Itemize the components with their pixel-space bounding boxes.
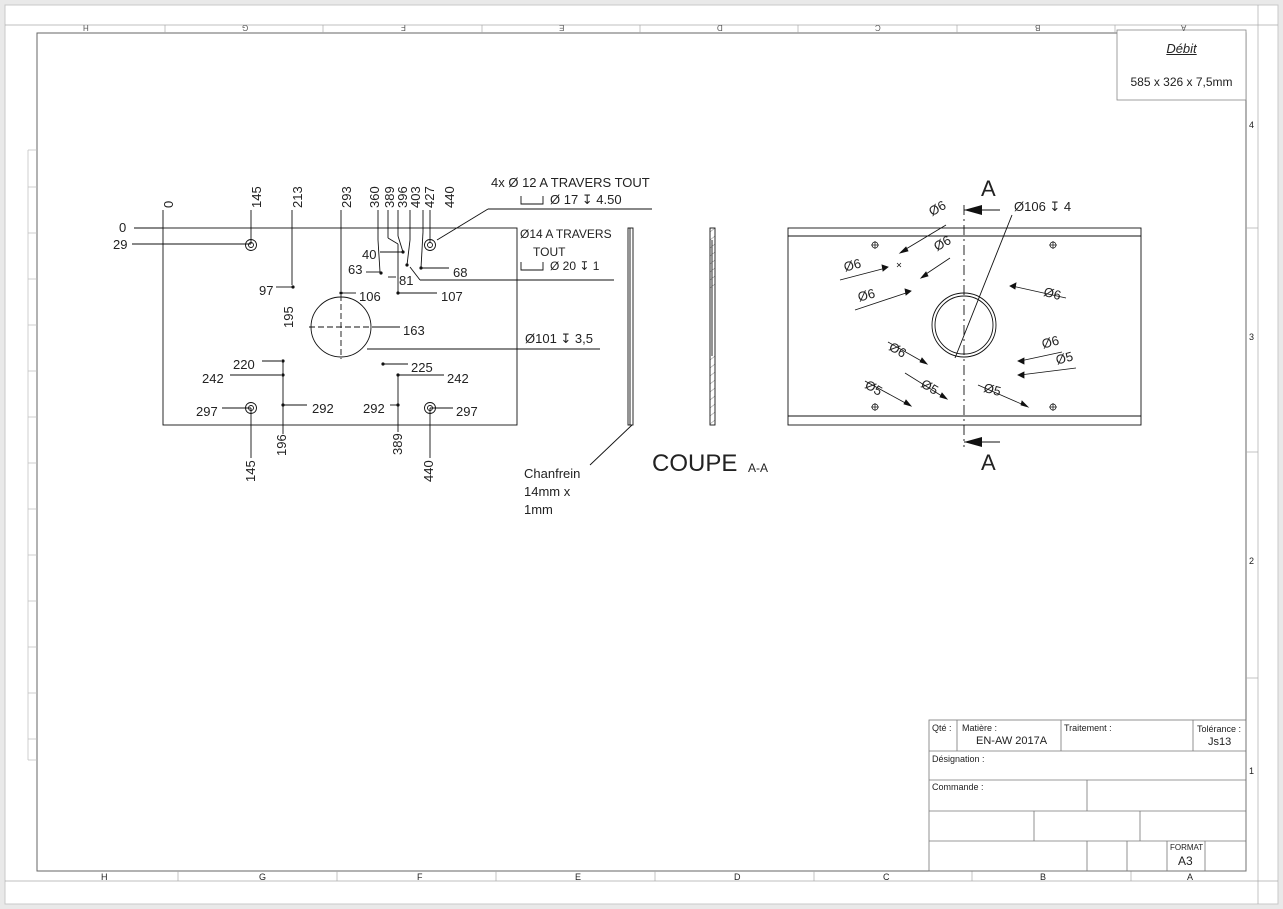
zone-label-top-d: D [717, 23, 723, 32]
tb-matiere-value: EN-AW 2017A [976, 735, 1048, 747]
zone-label-bottom-c: C [883, 872, 890, 882]
zone-label-side-1: 1 [1249, 766, 1255, 776]
tb-commande-label: Commande : [932, 782, 984, 792]
dim-side-97: 97 [259, 283, 274, 298]
section-marker-bottom: A [981, 450, 996, 475]
debit-value: 585 x 326 x 7,5mm [1130, 75, 1233, 89]
zone-label-top-f: F [401, 23, 406, 32]
callout-chanfrein-line3: 1mm [524, 502, 553, 517]
dim-side-297: 297 [196, 404, 218, 419]
zone-label-bottom-b: B [1040, 872, 1047, 882]
callout-chanfrein-line1: Chanfrein [524, 466, 581, 481]
section-title: COUPE [652, 450, 738, 477]
zone-label-bottom-a: A [1187, 872, 1194, 882]
dim-side-68: 68 [453, 265, 468, 280]
callout-chanfrein-line2: 14mm x [524, 484, 571, 499]
dim-x-403: 403 [408, 186, 423, 208]
tb-qte-label: Qté : [932, 723, 952, 733]
tb-format-value: A3 [1178, 854, 1193, 868]
dim-x-145: 145 [249, 186, 264, 208]
zone-label-side-3: 3 [1249, 332, 1255, 342]
dim-x-440: 440 [442, 186, 457, 208]
zone-label-top-a: A [1181, 23, 1187, 32]
dim-195: 195 [281, 306, 296, 328]
dim-x-427: 427 [422, 186, 437, 208]
zone-label-side-4: 4 [1249, 120, 1255, 130]
section-marker-top: A [981, 176, 996, 201]
callout-hole-14-line1: Ø14 A TRAVERS [520, 227, 612, 241]
dim-side-242: 242 [447, 371, 469, 386]
tb-tolerance-label: Tolérance : [1197, 724, 1242, 734]
dim-side-242: 242 [202, 371, 224, 386]
zone-label-bottom-h: H [101, 872, 108, 882]
dim-side-81: 81 [399, 273, 414, 288]
zone-label-bottom-e: E [575, 872, 582, 882]
dim-x-360: 360 [367, 186, 382, 208]
dim-side-292: 292 [312, 401, 334, 416]
dim-bottom-196: 196 [274, 434, 289, 456]
dim-y-0: 0 [119, 220, 127, 235]
tb-format-label: FORMAT [1170, 843, 1204, 852]
debit-title: Débit [1166, 41, 1197, 56]
zone-label-top-b: B [1035, 23, 1041, 32]
tb-traitement-label: Traitement : [1064, 723, 1112, 733]
callout-counterbore-17: Ø 17 ↧ 4.50 [550, 192, 622, 207]
zone-label-bottom-d: D [734, 872, 741, 882]
dim-side-107: 107 [441, 289, 463, 304]
zone-label-top-c: C [875, 23, 881, 32]
dim-bottom-440: 440 [421, 460, 436, 482]
dim-side-163: 163 [403, 323, 425, 338]
tb-tolerance-value: Js13 [1208, 736, 1232, 748]
dim-bottom-145: 145 [243, 460, 258, 482]
dim-y-29: 29 [113, 237, 128, 252]
zone-label-top-h: H [83, 23, 89, 32]
dim-x-293: 293 [339, 186, 354, 208]
dim-side-292: 292 [363, 401, 385, 416]
tb-matiere-label: Matière : [962, 723, 998, 733]
callout-counterbore-20: Ø 20 ↧ 1 [550, 259, 600, 273]
zone-label-side-2: 2 [1249, 556, 1255, 566]
tb-designation-label: Désignation : [932, 754, 985, 764]
callout-main-106: Ø106 ↧ 4 [1014, 199, 1072, 214]
dim-side-220: 220 [233, 357, 255, 372]
zone-label-bottom-g: G [259, 872, 267, 882]
zone-label-bottom-f: F [417, 872, 423, 882]
dim-x-213: 213 [290, 186, 305, 208]
dim-side-106: 106 [359, 289, 381, 304]
dim-side-40: 40 [362, 247, 377, 262]
dim-x-0: 0 [161, 200, 176, 208]
callout-counterbore-101: Ø101 ↧ 3,5 [525, 331, 593, 346]
zone-label-top-e: E [559, 23, 565, 32]
callout-holes-12: 4x Ø 12 A TRAVERS TOUT [491, 175, 650, 190]
zone-label-top-g: G [242, 23, 249, 32]
dim-side-225: 225 [411, 360, 433, 375]
dim-side-63: 63 [348, 262, 363, 277]
callout-hole-14-line2: TOUT [533, 245, 566, 259]
dim-side-297: 297 [456, 404, 478, 419]
section-title-suffix: A-A [748, 461, 769, 475]
dim-bottom-389: 389 [390, 433, 405, 455]
